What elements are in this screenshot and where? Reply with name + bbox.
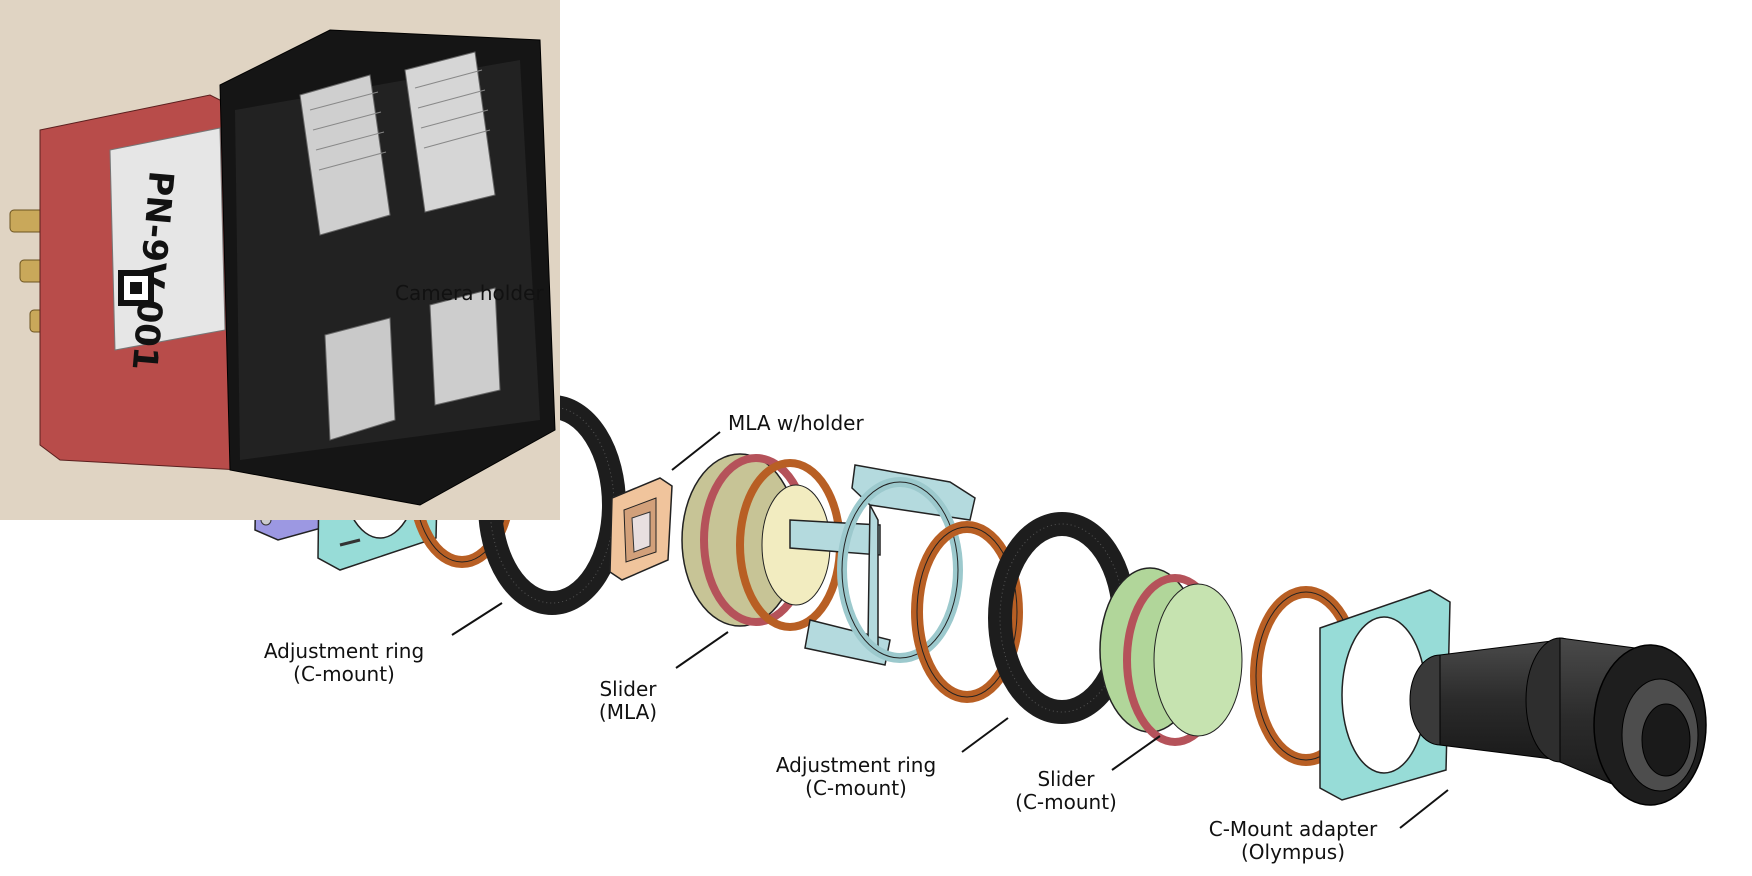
cmount-adapter-part: [1409, 637, 1707, 806]
leader-cmount-adapter: [1399, 789, 1449, 829]
leader-mla-holder: [671, 431, 721, 471]
leader-adj-ring-2: [961, 717, 1009, 753]
label-cmount-adapter-line1: C-Mount adapter: [1208, 817, 1378, 841]
mount-plate-2-part: [1319, 589, 1451, 801]
slider-mla-part: [681, 453, 844, 631]
label-cmount-adapter: C-Mount adapter (Olympus): [1188, 818, 1398, 864]
label-adjustment-ring-2: Adjustment ring (C-mount): [756, 754, 956, 800]
photo-gear-top-right: [404, 51, 496, 213]
label-adjustment-ring-1-line1: Adjustment ring: [263, 639, 425, 663]
photo-gear-top-left: [299, 74, 391, 236]
label-camera-holder-text: Camera holder: [395, 281, 544, 305]
label-slider-mla-line2: (MLA): [598, 700, 658, 724]
leader-slider-cmount: [1111, 735, 1161, 771]
label-cmount-adapter-line2: (Olympus): [1240, 840, 1345, 864]
label-adjustment-ring-2-line1: Adjustment ring: [775, 753, 937, 777]
label-adjustment-ring-1: Adjustment ring (C-mount): [244, 640, 444, 686]
photo-gear-bottom-right: [429, 287, 501, 406]
label-slider-mla-line1: Slider: [599, 677, 657, 701]
photo-gear-bottom-left: [324, 317, 396, 441]
mla-holder-part: [609, 477, 673, 581]
leader-slider-mla: [675, 631, 729, 669]
leader-adj-ring-1: [451, 602, 503, 636]
slider-bracket-part: [789, 464, 976, 666]
label-slider-cmount-line2: (C-mount): [1015, 790, 1117, 814]
label-slider-mla: Slider (MLA): [588, 678, 668, 724]
label-mla-holder-text: MLA w/holder: [728, 411, 864, 435]
label-mla-holder: MLA w/holder: [728, 412, 864, 435]
label-slider-cmount: Slider (C-mount): [1006, 768, 1126, 814]
label-camera-holder: Camera holder: [395, 282, 544, 305]
label-slider-cmount-line1: Slider: [1037, 767, 1095, 791]
camera-photo: PN-9V-001: [0, 0, 560, 520]
slider-cmount-part: [1099, 567, 1243, 746]
label-adjustment-ring-2-line2: (C-mount): [805, 776, 907, 800]
label-adjustment-ring-1-line2: (C-mount): [293, 662, 395, 686]
